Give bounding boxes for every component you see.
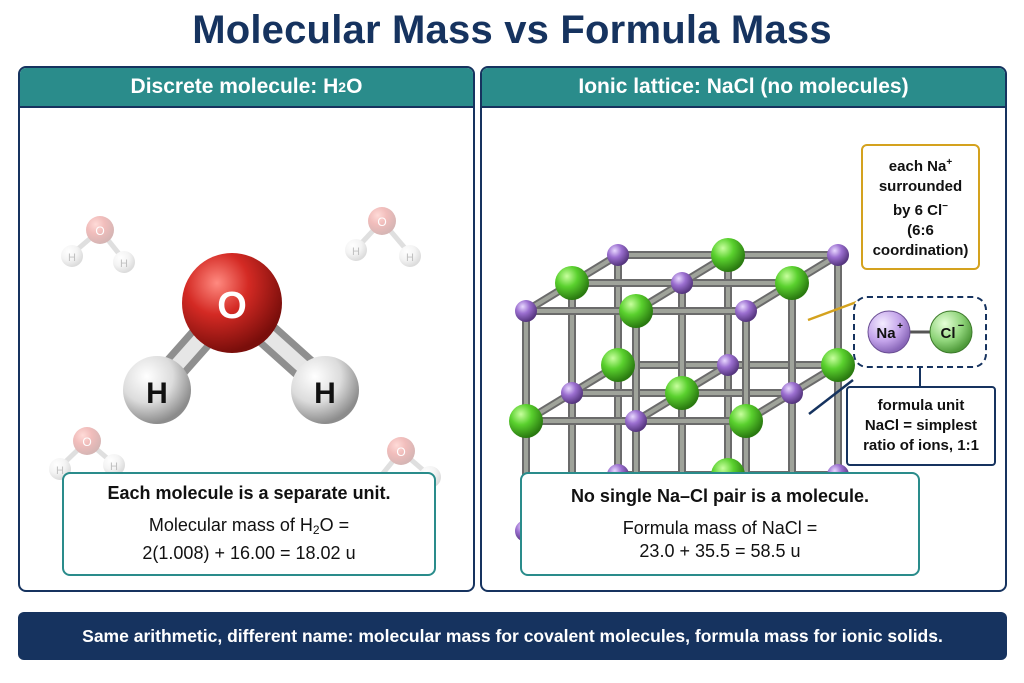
faded-h-label: H	[120, 258, 128, 270]
hydrogen-atom-right	[291, 356, 359, 424]
lattice-panel-header: Ionic lattice: NaCl (no molecules)	[482, 68, 1005, 108]
faded-o-label: O	[95, 224, 104, 238]
faded-h-label: H	[110, 461, 118, 473]
sodium-ion-sphere	[625, 410, 647, 432]
callout-line-3: by 6 Cl−	[863, 197, 978, 221]
chloride-ion-sphere	[775, 266, 809, 300]
page-title: Molecular Mass vs Formula Mass	[192, 8, 832, 52]
formula-unit-line-1: formula unit	[877, 397, 965, 414]
callout-line-1: each Na+	[863, 153, 978, 177]
callout-line-2: surrounded	[878, 178, 963, 195]
sodium-ion-sphere	[607, 244, 629, 266]
molecular-mass-box: Each molecule is a separate unit. Molecu…	[62, 472, 436, 576]
formula-unit-line-3: ratio of ions, 1:1	[863, 437, 979, 454]
chloride-ion-sphere	[601, 348, 635, 382]
sodium-ion-label: Na	[876, 325, 896, 342]
chloride-ion-label: Cl	[941, 325, 956, 342]
sodium-ion-sphere	[515, 300, 537, 322]
formula-mass-box: No single Na–Cl pair is a molecule. Form…	[520, 472, 920, 576]
callout-text: each Na	[888, 158, 947, 175]
sodium-ion-sphere	[671, 272, 693, 294]
chloride-ion-sphere	[619, 294, 653, 328]
sodium-ion-charge: +	[897, 321, 903, 332]
formula-unit-leader-line	[808, 379, 854, 415]
chloride-ion-sphere	[665, 376, 699, 410]
faded-h-label: H	[406, 252, 414, 264]
chloride-ion-charge: −	[958, 320, 964, 332]
callout-text: by 6 Cl	[892, 202, 943, 219]
sodium-ion-sphere	[717, 354, 739, 376]
faded-o-label: O	[377, 215, 386, 229]
oxygen-label: O	[217, 285, 247, 327]
summary-banner: Same arithmetic, different name: molecul…	[18, 612, 1007, 660]
coordination-callout: each Na+ surrounded by 6 Cl− (6:6 coordi…	[861, 144, 980, 270]
faded-o-label: O	[82, 435, 91, 449]
callout-line-4: (6:6	[907, 222, 934, 239]
oxygen-atom	[182, 253, 282, 353]
faded-o-label: O	[396, 445, 405, 459]
chloride-ion-sphere	[729, 404, 763, 438]
callout-charge: −	[942, 201, 949, 212]
lattice-statement: No single Na–Cl pair is a molecule.	[570, 485, 870, 506]
hydrogen-label-right: H	[314, 377, 336, 410]
faded-h-label: H	[352, 246, 360, 258]
sodium-ion-sphere	[781, 382, 803, 404]
sodium-ion-sphere	[735, 300, 757, 322]
formula-unit-caption: formula unit NaCl = simplest ratio of io…	[846, 386, 996, 466]
chloride-ion-sphere	[821, 348, 855, 382]
chloride-ion-sphere	[555, 266, 589, 300]
callout-charge: +	[946, 157, 953, 168]
molecular-mass-text-end: O =	[319, 515, 350, 535]
chloride-ion	[929, 310, 973, 354]
faded-h-label: H	[68, 252, 76, 264]
header-subscript: 2	[338, 79, 347, 95]
water-molecule-diagram: O H H O H H O H H	[49, 207, 441, 495]
sodium-ion-sphere	[561, 382, 583, 404]
hydrogen-label-left: H	[146, 377, 168, 410]
molecule-statement: Each molecule is a separate unit.	[107, 483, 391, 503]
molecular-mass-label: Molecular mass of H2O =	[64, 514, 434, 542]
chloride-ion-sphere	[509, 404, 543, 438]
molecular-mass-text: Molecular mass of H	[148, 515, 313, 535]
callout-line-5: coordination)	[872, 242, 969, 259]
sodium-ion-sphere	[827, 244, 849, 266]
faded-molecule-2: O H H	[345, 207, 421, 267]
lattice-panel: Ionic lattice: NaCl (no molecules)	[480, 66, 1007, 592]
formula-unit-box: Na + Cl −	[853, 296, 987, 368]
header-text: Discrete molecule: H	[130, 75, 339, 98]
formula-mass-calculation: 23.0 + 35.5 = 58.5 u	[639, 540, 801, 561]
faded-h-label: H	[56, 465, 64, 477]
molecular-mass-calculation: 2(1.008) + 16.00 = 18.02 u	[142, 543, 356, 563]
faded-molecule-1: O H H	[61, 216, 135, 273]
main-water-molecule: O H H	[123, 253, 359, 424]
hydrogen-atom-left	[123, 356, 191, 424]
chloride-ion-sphere	[711, 238, 745, 272]
formula-unit-ions: Na + Cl −	[867, 310, 973, 354]
molecular-mass-subscript: 2	[312, 523, 320, 537]
formula-mass-label: Formula mass of NaCl =	[622, 517, 818, 538]
callout-leader-line	[807, 298, 863, 322]
sodium-ion	[867, 310, 911, 354]
formula-unit-line-2: NaCl = simplest	[864, 417, 978, 434]
header-text-end: O	[346, 75, 363, 98]
